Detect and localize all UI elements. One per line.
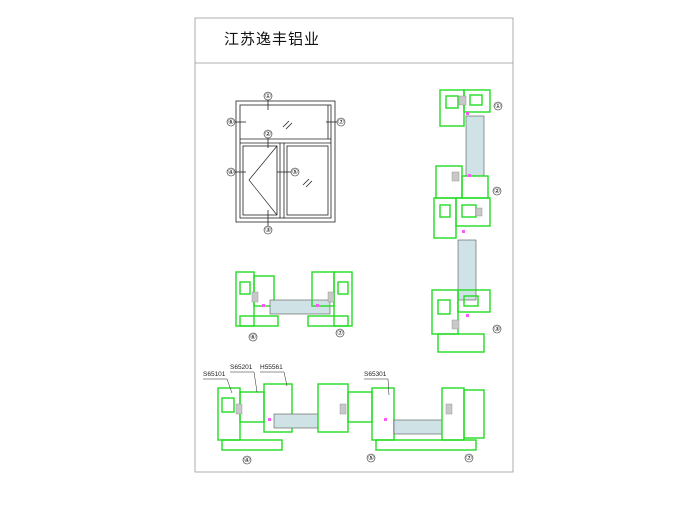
sheet-border <box>194 17 514 473</box>
profile-bottom-chamber <box>437 299 451 315</box>
profile-sill <box>437 333 485 353</box>
profile-mid-left-chamber <box>239 281 251 295</box>
middle-label-7: ⑦ <box>337 329 343 337</box>
profile-top-sash-chamber <box>469 94 483 106</box>
glass-pane-bottom-2 <box>393 419 443 435</box>
profile-bottom-right-frame <box>441 387 465 441</box>
marker-6: ⑥ <box>228 118 234 126</box>
profile-mid-right-bottom <box>307 315 349 327</box>
company-title: 江苏逸丰铝业 <box>224 30 321 48</box>
gasket-3 <box>462 230 465 233</box>
thermal-break-5 <box>251 291 259 303</box>
horizontal-section-middle <box>235 271 353 327</box>
gasket-5 <box>262 304 265 307</box>
glass-pane-horizontal <box>269 299 331 315</box>
profile-bottom-sash-s65201 <box>239 391 265 423</box>
thermal-break-8 <box>339 403 347 415</box>
profile-mid-sash <box>455 197 491 227</box>
glass-pane-bottom-1 <box>273 413 319 429</box>
gasket-1 <box>466 112 469 115</box>
profile-bottom-h55561 <box>263 383 293 433</box>
gasket-6 <box>316 304 319 307</box>
right-label-1: ① <box>495 102 501 110</box>
bottom-label-4: ④ <box>244 456 250 464</box>
profile-bottom-sash <box>457 289 491 313</box>
thermal-break-6 <box>327 291 335 303</box>
marker-7: ⑦ <box>338 118 344 126</box>
marker-5: ⑤ <box>292 168 298 176</box>
thermal-break-4 <box>451 319 460 330</box>
right-label-3: ③ <box>494 325 500 333</box>
marker-1: ① <box>265 92 271 100</box>
thermal-break-1 <box>458 95 467 106</box>
glass-pane-lower <box>457 239 477 301</box>
bottom-label-7: ⑦ <box>466 454 472 462</box>
window-elevation <box>231 97 341 226</box>
profile-code-s65101: S65101 <box>203 371 226 378</box>
profile-bottom-s65301 <box>371 387 395 441</box>
gasket-2 <box>468 174 471 177</box>
profile-bottom-base-a <box>221 439 283 451</box>
marker-3: ③ <box>265 226 271 234</box>
marker-2: ② <box>265 130 271 138</box>
gasket-8 <box>384 418 387 421</box>
profile-callouts: S65101 S65201 H55561 S65301 <box>203 364 390 396</box>
profile-transom-top <box>461 175 489 199</box>
profile-mid-frame <box>433 197 457 239</box>
profile-bottom-base-b <box>375 439 477 451</box>
profile-code-s65301: S65301 <box>364 371 387 378</box>
profile-mid-right-chamber <box>337 281 349 295</box>
right-label-2: ② <box>494 187 500 195</box>
profile-bottom-chamber-a <box>221 397 235 413</box>
section-labels: ① ② ③ ⑥ ⑦ ④ ⑤ ⑦ <box>242 101 503 465</box>
profile-mid-left-bottom <box>239 315 279 327</box>
profile-bottom-right-end <box>463 389 485 439</box>
profile-mid-sash-chamber <box>461 204 477 218</box>
profile-mid-right-frame <box>333 271 353 327</box>
gasket-4 <box>466 314 469 317</box>
profile-top-sash <box>463 89 491 113</box>
profile-bottom-sash-b <box>347 391 373 423</box>
profile-top-chamber <box>445 95 459 109</box>
profile-code-s65201: S65201 <box>230 364 253 371</box>
thermal-break-3 <box>475 207 483 217</box>
thermal-break-2 <box>451 171 460 182</box>
profile-bottom-sash-chamber <box>463 295 479 307</box>
marker-4: ④ <box>228 168 234 176</box>
glass-pane-upper <box>465 115 485 177</box>
profile-code-h55561: H55561 <box>260 364 283 371</box>
thermal-break-9 <box>445 403 453 415</box>
middle-label-6: ⑥ <box>250 333 256 341</box>
elevation-markers: ① ② ③ ④ ⑤ ⑥ ⑦ <box>226 91 346 235</box>
profile-mid-chamber <box>439 204 451 218</box>
profile-transom-left <box>435 165 463 199</box>
thermal-break-7 <box>235 403 243 415</box>
gasket-7 <box>268 418 271 421</box>
bottom-label-5: ⑤ <box>368 454 374 462</box>
vertical-section-right <box>431 89 491 353</box>
horizontal-section-bottom <box>217 383 485 451</box>
profile-mid-left-frame <box>235 271 255 327</box>
